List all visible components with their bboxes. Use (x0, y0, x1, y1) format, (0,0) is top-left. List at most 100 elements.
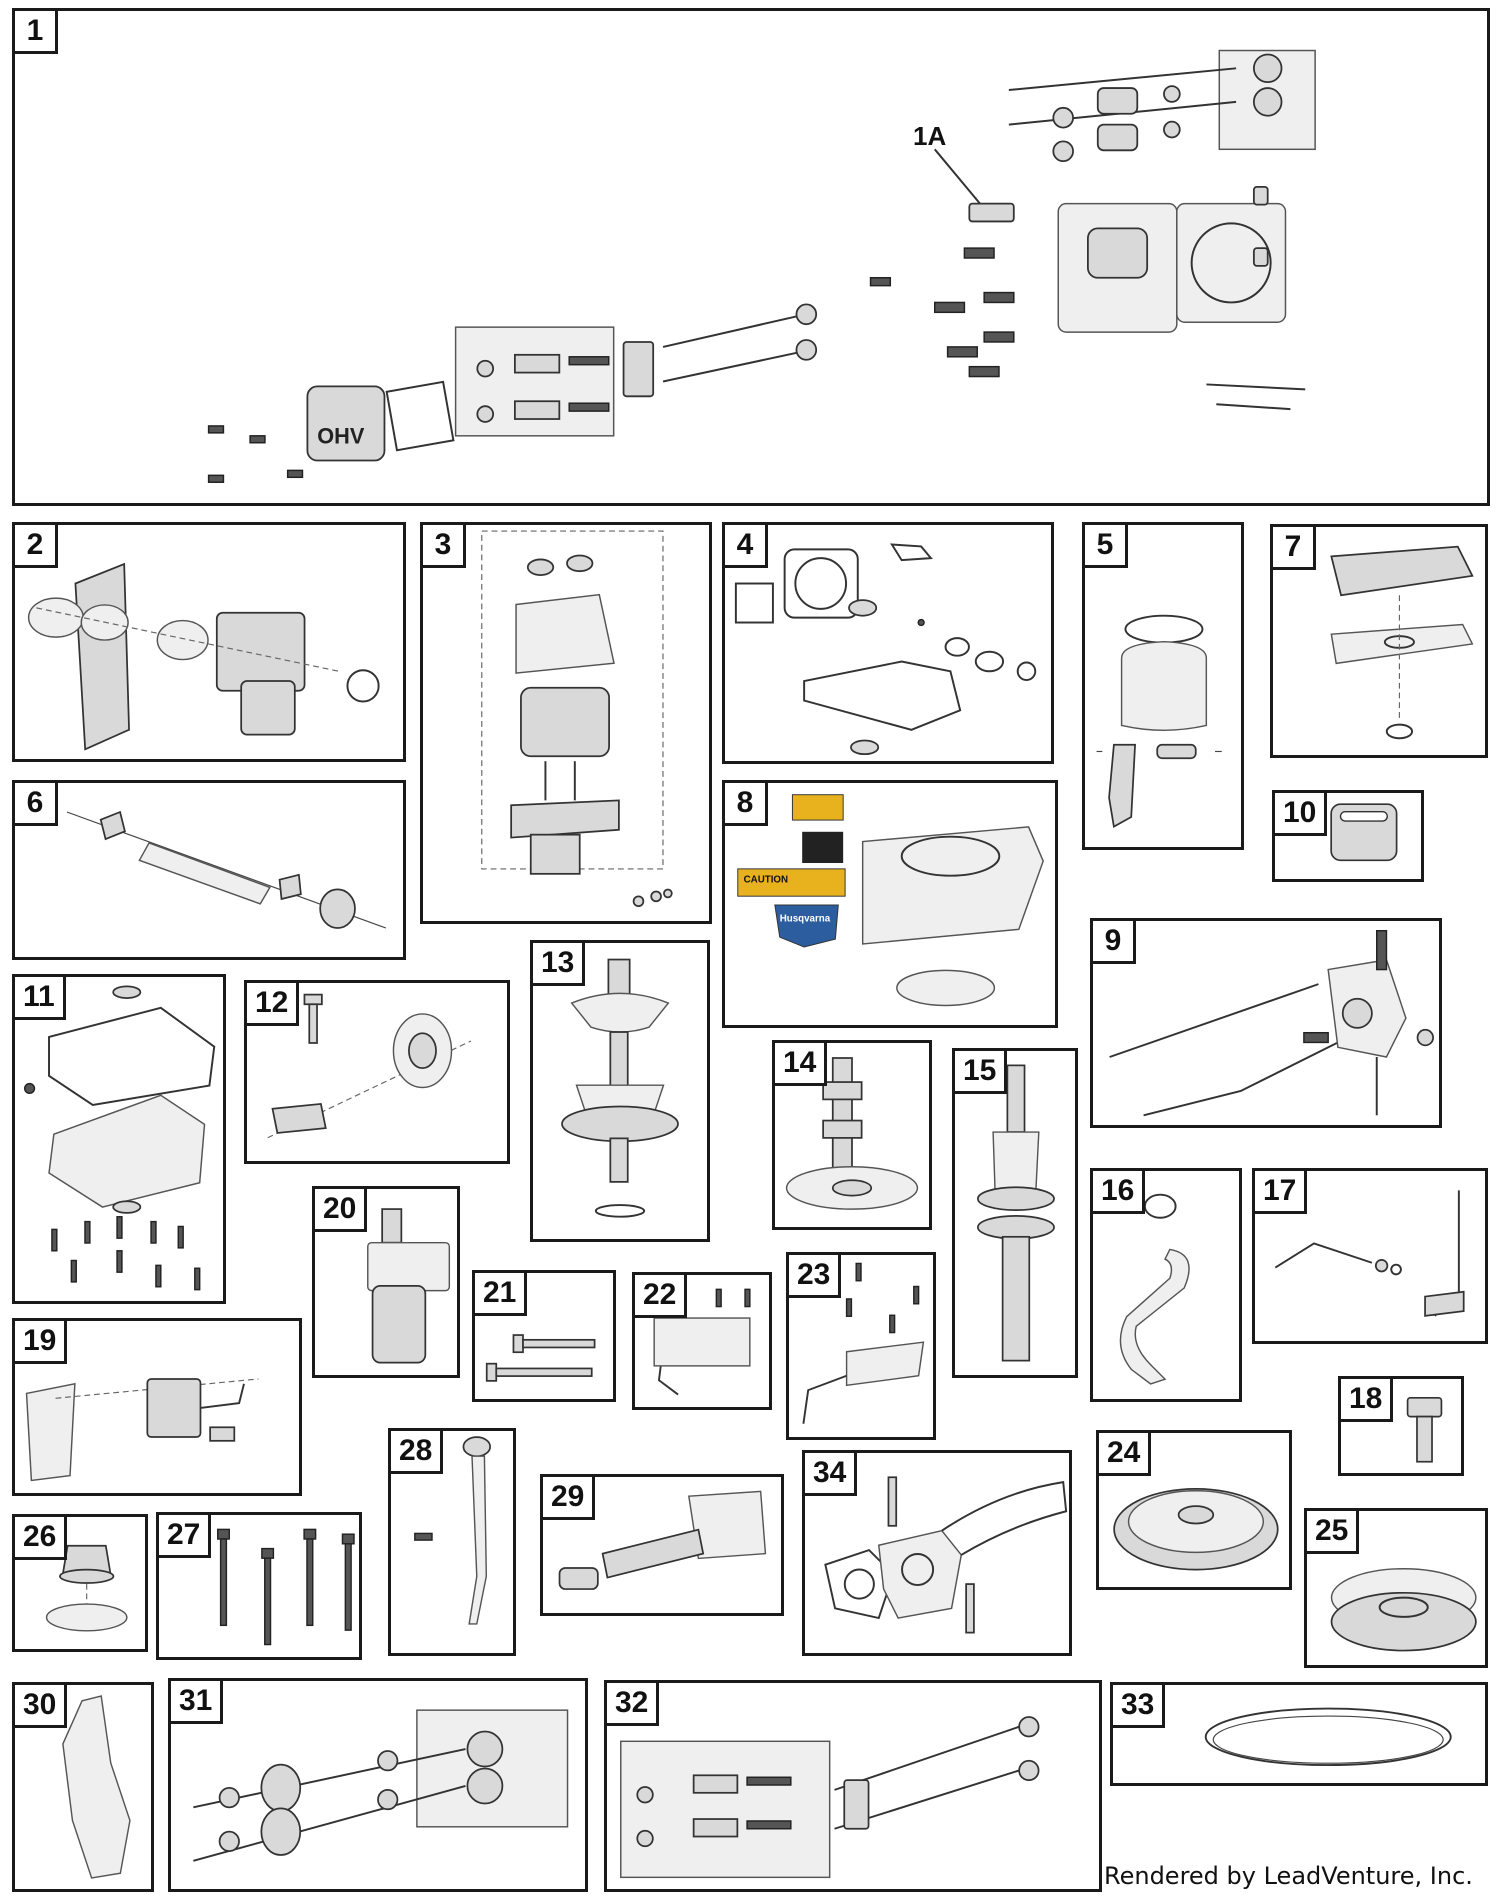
flywheel-diagram (1113, 1487, 1279, 1571)
panel-number: 14 (775, 1043, 828, 1086)
panel-8-cover-decals: 8 CAUTION Husqvarna (722, 780, 1058, 1028)
panel-number: 5 (1085, 525, 1128, 568)
panel-number: 2 (15, 525, 58, 568)
valve-springs-diagram (193, 1709, 569, 1862)
panel-19-regulator: 19 (12, 1318, 302, 1496)
panel-29-muffler-part: 29 (540, 1474, 784, 1616)
panel-number: 17 (1255, 1171, 1308, 1214)
panel-number: 18 (1341, 1379, 1394, 1422)
panel-number: 20 (315, 1189, 368, 1232)
air-filter-diagram (481, 530, 673, 908)
panel-7-plate: 7 (1270, 524, 1488, 758)
panel-22-solenoid: 22 (632, 1272, 772, 1410)
panel-number: 12 (247, 983, 300, 1026)
bolt-diagram (1406, 1396, 1443, 1463)
panel-number: 3 (423, 525, 466, 568)
muffler-part-diagram (558, 1490, 767, 1590)
panel-30-heat-shield: 30 (12, 1682, 154, 1892)
panel-13-crankshaft-gear: 13 (530, 940, 710, 1242)
plate-diagram (1330, 545, 1474, 740)
control-linkage-diagram (1274, 1190, 1465, 1317)
ring-diagram (1204, 1707, 1452, 1767)
panel-12-flywheel-screen: 12 (244, 980, 510, 1164)
panel-15-crankshaft: 15 (952, 1048, 1078, 1378)
panel-number: 34 (805, 1453, 858, 1496)
brand-decal-text: Husqvarna (780, 914, 831, 925)
panel-number: 22 (635, 1275, 688, 1318)
piston-diagram (1096, 614, 1222, 828)
panel-number: 25 (1307, 1511, 1360, 1554)
panel-number: 11 (15, 977, 66, 1020)
callout-1a: 1A (913, 121, 947, 151)
panel-9-governor: 9 (1090, 918, 1442, 1128)
panel-1-cylinder-head: 1 1A OHV (12, 8, 1490, 506)
panel-number: 1 (15, 11, 58, 54)
carburetor-diagram (27, 562, 380, 751)
panel-number: 31 (171, 1681, 224, 1724)
panel-number: 16 (1093, 1171, 1146, 1214)
panel-number: 15 (955, 1051, 1008, 1094)
regulator-diagram (25, 1378, 259, 1482)
panel-number: 13 (533, 943, 586, 986)
dipstick-tube-diagram (414, 1436, 491, 1625)
cover-decals-diagram: CAUTION Husqvarna (737, 794, 1044, 1007)
gasket-kit-diagram (734, 543, 1037, 756)
panel-number: 23 (789, 1255, 842, 1298)
panel-number: 30 (15, 1685, 68, 1728)
ignition-coil-diagram (802, 1262, 925, 1424)
crankcase-cover-diagram (23, 985, 216, 1291)
panel-number: 27 (159, 1515, 212, 1558)
panel-3-air-filter: 3 (420, 522, 712, 924)
studs-diagram (217, 1528, 355, 1646)
caution-decal-text: CAUTION (744, 875, 788, 886)
bolts-diagram (485, 1334, 596, 1382)
panel-number: 19 (15, 1321, 68, 1364)
panel-21-bolts: 21 (472, 1270, 616, 1402)
render-credit: Rendered by LeadVenture, Inc. (1104, 1862, 1473, 1890)
ohv-cover-text: OHV (317, 424, 365, 449)
rocker-arms-diagram (620, 1716, 1040, 1879)
panel-32-rocker-arms: 32 (604, 1680, 1102, 1892)
panel-number: 9 (1093, 921, 1136, 964)
solenoid-diagram (653, 1288, 751, 1396)
panel-number: 4 (725, 525, 768, 568)
panel-17-control-linkage: 17 (1252, 1168, 1488, 1344)
flywheel-screen-diagram (267, 993, 472, 1139)
breather-diagram (66, 810, 387, 929)
panel-2-carburetor: 2 (12, 522, 406, 762)
heat-shield-diagram (62, 1695, 131, 1879)
cooling-fan-diagram (1330, 1568, 1477, 1652)
cylinder-head-diagram: OHV (207, 49, 1316, 483)
panel-number: 26 (15, 1517, 68, 1560)
panel-5-piston: 5 (1082, 522, 1244, 850)
panel-20-starter-motor: 20 (312, 1186, 460, 1378)
panel-34-exhaust-gasket: 34 (802, 1450, 1072, 1656)
panel-11-crankcase-cover: 11 (12, 974, 226, 1304)
panel-6-breather: 6 (12, 780, 406, 960)
panel-24-flywheel: 24 (1096, 1430, 1292, 1590)
panel-10-filter-element: 10 (1272, 790, 1424, 882)
panel-number: 33 (1113, 1685, 1166, 1728)
camshaft-diagram (785, 1057, 919, 1210)
panel-number: 28 (391, 1431, 444, 1474)
panel-number: 24 (1099, 1433, 1152, 1476)
panel-23-ignition-coil: 23 (786, 1252, 936, 1440)
panel-33-ring: 33 (1110, 1682, 1488, 1786)
governor-diagram (1109, 929, 1434, 1117)
panel-number: 21 (475, 1273, 528, 1316)
crankshaft-diagram (977, 1064, 1055, 1362)
filter-element-diagram (1330, 803, 1398, 862)
panel-27-studs: 27 (156, 1512, 362, 1660)
panel-number: 7 (1273, 527, 1316, 570)
panel-25-cooling-fan: 25 (1304, 1508, 1488, 1668)
panel-26-nut-washer: 26 (12, 1514, 148, 1652)
nut-washer-diagram (45, 1544, 128, 1632)
panel-number: 6 (15, 783, 58, 826)
panel-31-valve-springs: 31 (168, 1678, 588, 1892)
starter-motor-diagram (367, 1208, 451, 1364)
crankshaft-gear-diagram (561, 958, 679, 1218)
panel-18-bolt: 18 (1338, 1376, 1464, 1476)
panel-number: 10 (1275, 793, 1328, 836)
panel-4-gasket-kit: 4 (722, 522, 1054, 764)
panel-number: 32 (607, 1683, 660, 1726)
